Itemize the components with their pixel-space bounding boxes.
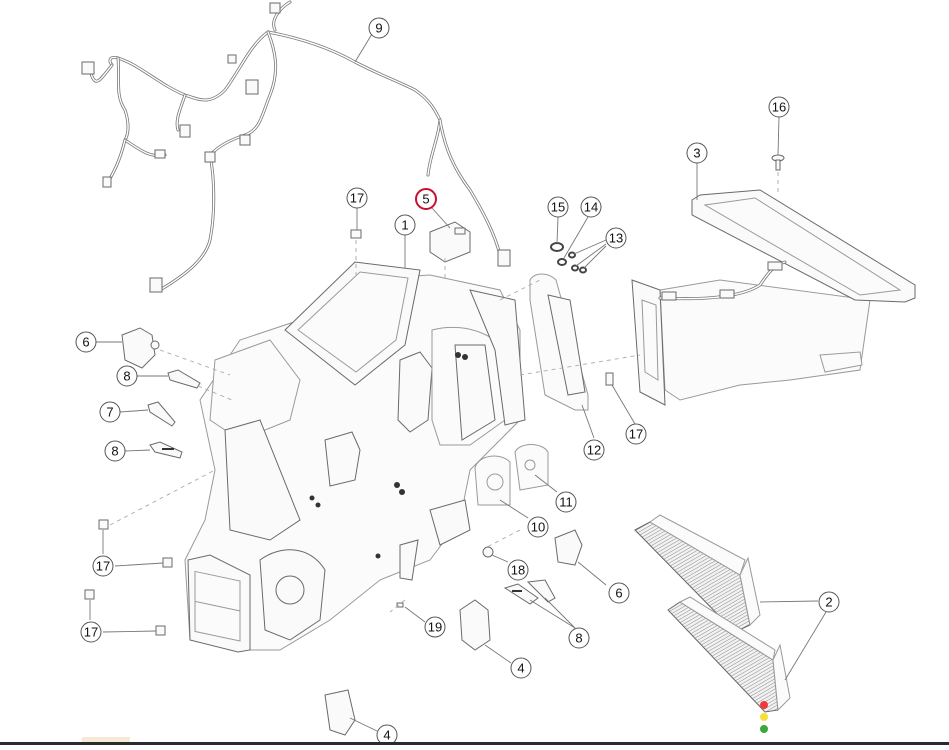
svg-text:11: 11 <box>559 495 573 510</box>
svg-text:4: 4 <box>517 661 524 676</box>
red-status-dot <box>760 701 768 709</box>
callout-18[interactable]: 18 <box>507 559 529 581</box>
svg-text:6: 6 <box>615 586 622 601</box>
svg-text:17: 17 <box>629 427 643 442</box>
callout-16[interactable]: 16 <box>768 96 790 118</box>
bottom-tab <box>82 737 130 742</box>
clip-icon <box>661 291 677 301</box>
svg-text:13: 13 <box>609 231 623 246</box>
clip-icon <box>719 289 735 299</box>
cabin-filters-2 <box>634 514 791 713</box>
connector-icon <box>245 79 259 95</box>
callouts: 9 5 17 1 15 14 13 16 3 6 8 7 8 17 12 11 … <box>75 17 840 746</box>
svg-text:19: 19 <box>428 620 442 635</box>
actuator-6-left <box>121 327 160 369</box>
sensors <box>147 369 201 459</box>
callout-6-right[interactable]: 6 <box>608 582 630 604</box>
callout-6-left[interactable]: 6 <box>75 331 97 353</box>
yellow-status-dot <box>760 713 768 721</box>
connector-icon <box>497 249 511 267</box>
svg-text:17: 17 <box>84 625 98 640</box>
actuator-5 <box>429 221 471 263</box>
svg-text:12: 12 <box>587 443 601 458</box>
svg-text:5: 5 <box>422 192 429 207</box>
svg-text:17: 17 <box>350 191 364 206</box>
sensors-8-right <box>503 579 556 605</box>
callout-7[interactable]: 7 <box>99 401 121 423</box>
connector-icon <box>149 277 163 293</box>
bottom-border <box>0 742 949 745</box>
callout-14[interactable]: 14 <box>580 196 602 218</box>
svg-text:10: 10 <box>531 520 545 535</box>
connector-icon <box>227 54 237 64</box>
actuator-6-right <box>554 529 583 566</box>
svg-text:8: 8 <box>123 369 130 384</box>
screw-19 <box>396 602 404 608</box>
status-indicator <box>760 701 768 733</box>
air-intake-housing <box>631 189 916 406</box>
callout-8-c[interactable]: 8 <box>568 627 590 649</box>
connector-icon <box>179 124 191 138</box>
nut-18 <box>482 546 494 558</box>
svg-text:9: 9 <box>375 21 382 36</box>
connector-icon <box>204 151 216 163</box>
svg-text:18: 18 <box>511 563 525 578</box>
leader-lines <box>89 33 827 732</box>
svg-text:16: 16 <box>772 100 786 115</box>
connector-icon <box>269 2 281 14</box>
actuator-4-upper <box>459 599 491 651</box>
clip-icon <box>767 261 783 271</box>
wiring-harness <box>81 0 511 293</box>
hvac-main-housing <box>184 261 526 653</box>
svg-text:14: 14 <box>584 200 598 215</box>
callout-17-top[interactable]: 17 <box>346 187 368 209</box>
screw-16 <box>771 154 785 195</box>
callout-10[interactable]: 10 <box>527 516 549 538</box>
callout-8-a[interactable]: 8 <box>116 365 138 387</box>
svg-text:17: 17 <box>96 559 110 574</box>
svg-text:2: 2 <box>825 595 832 610</box>
callout-3[interactable]: 3 <box>686 142 708 164</box>
callout-13[interactable]: 13 <box>605 227 627 249</box>
svg-text:8: 8 <box>111 444 118 459</box>
callout-12[interactable]: 12 <box>583 439 605 461</box>
callout-17-left-b[interactable]: 17 <box>80 621 102 643</box>
callout-5-highlighted[interactable]: 5 <box>415 188 437 210</box>
svg-text:7: 7 <box>106 405 113 420</box>
svg-text:15: 15 <box>551 200 565 215</box>
actuator-4-lower <box>324 689 356 736</box>
callout-8-b[interactable]: 8 <box>104 440 126 462</box>
green-status-dot <box>760 725 768 733</box>
callout-19[interactable]: 19 <box>424 616 446 638</box>
callout-15[interactable]: 15 <box>547 196 569 218</box>
callout-17-left-a[interactable]: 17 <box>92 555 114 577</box>
callout-17-right[interactable]: 17 <box>625 423 647 445</box>
svg-text:1: 1 <box>401 218 408 233</box>
callout-1[interactable]: 1 <box>394 214 416 236</box>
connector-icon <box>239 134 251 146</box>
connector-icon <box>81 61 95 75</box>
alignment-lines <box>109 240 641 613</box>
callout-11[interactable]: 11 <box>555 491 577 513</box>
clips-17 <box>84 229 614 636</box>
connector-icon <box>154 149 166 159</box>
connector-icon <box>102 176 112 188</box>
svg-text:3: 3 <box>693 146 700 161</box>
seal-rings <box>550 242 587 274</box>
svg-text:4: 4 <box>383 728 390 743</box>
callout-4-upper[interactable]: 4 <box>510 657 532 679</box>
svg-text:6: 6 <box>82 335 89 350</box>
svg-text:8: 8 <box>575 631 582 646</box>
filter-frame-12 <box>529 273 589 411</box>
callout-2[interactable]: 2 <box>818 591 840 613</box>
callout-9[interactable]: 9 <box>368 17 390 39</box>
